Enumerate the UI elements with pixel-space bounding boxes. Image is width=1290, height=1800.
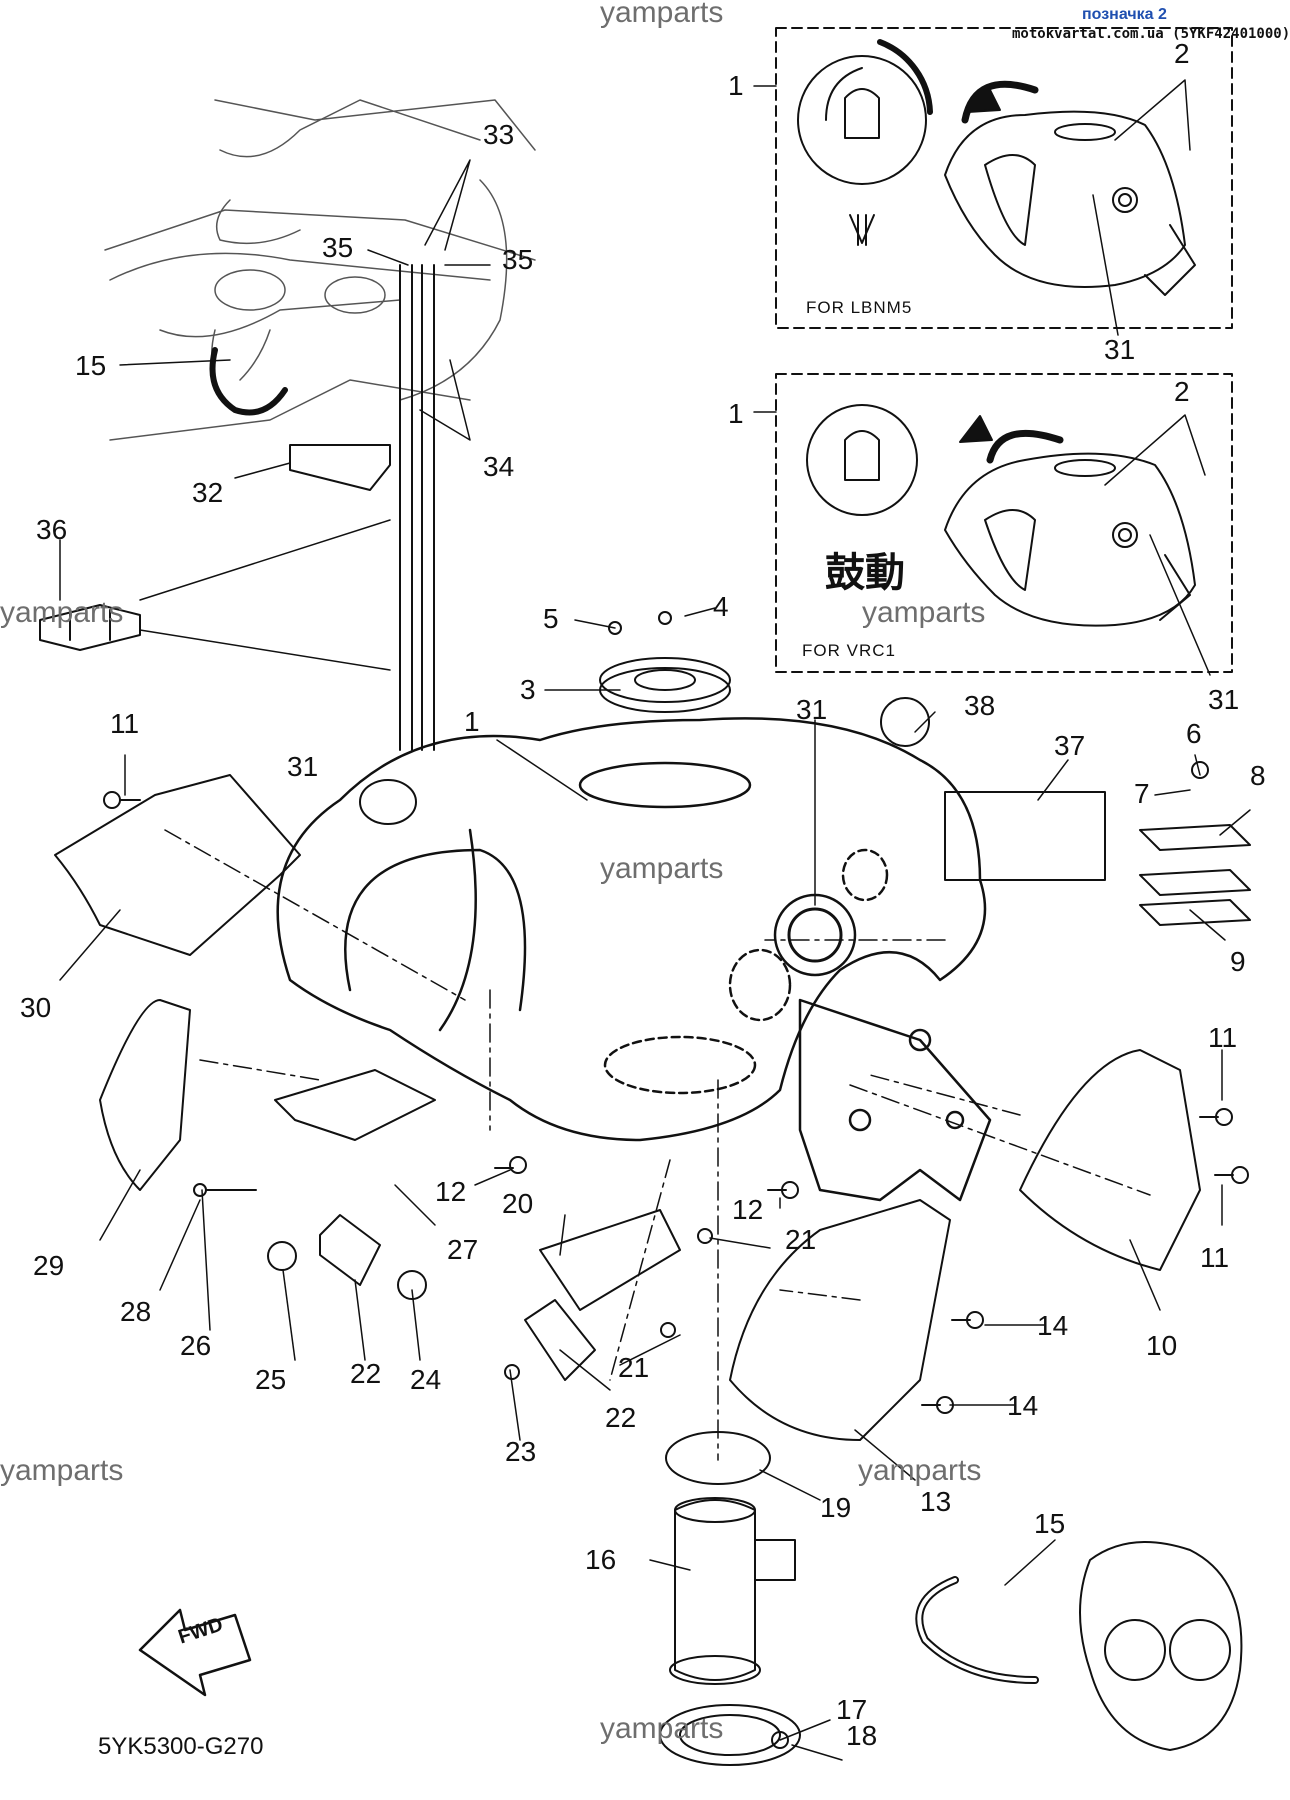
callout-16[interactable]: 16 — [585, 1544, 617, 1575]
hose-15-throttle-body — [209, 347, 1243, 1751]
callout-21[interactable]: 21 — [618, 1352, 650, 1383]
vent-tubes — [399, 264, 435, 751]
callout-14[interactable]: 14 — [1007, 1390, 1039, 1421]
watermark: yamparts — [0, 1454, 124, 1487]
header-site-text: motokvartal.com.ua (5YKF42401000) — [1012, 26, 1290, 42]
callout-23[interactable]: 23 — [505, 1436, 537, 1467]
callout-1[interactable]: 1 — [464, 706, 480, 737]
callout-15[interactable]: 15 — [75, 350, 107, 381]
side-cover-13 — [729, 1199, 951, 1441]
bracket-20 — [539, 1209, 681, 1311]
side-cover-10 — [1019, 1049, 1201, 1271]
callout-34[interactable]: 34 — [483, 451, 515, 482]
callout-11[interactable]: 11 — [1208, 1022, 1238, 1053]
callout-11[interactable]: 11 — [1200, 1242, 1230, 1273]
tank-variant-lbnm5-graphic — [797, 39, 1196, 296]
header-link[interactable]: позначка 2 — [1082, 6, 1167, 23]
callout-20[interactable]: 20 — [502, 1188, 534, 1219]
side-cover-30 — [54, 774, 301, 956]
callout-38[interactable]: 38 — [964, 690, 996, 721]
variant-graphic-text: 鼓動 — [825, 550, 905, 596]
leader-lines — [59, 79, 1251, 1761]
callout-36[interactable]: 36 — [36, 514, 68, 545]
diagram-code: 5YK5300-G270 — [98, 1733, 264, 1760]
variant-box-lbnm5 — [775, 27, 1233, 329]
callout-35[interactable]: 35 — [502, 244, 534, 275]
part-32-shape — [289, 444, 391, 491]
watermark: yamparts — [862, 596, 986, 629]
callout-1[interactable]: 1 — [728, 398, 744, 429]
pump-plate-17 — [659, 1704, 801, 1766]
callout-3[interactable]: 3 — [520, 674, 536, 705]
variant-box-vrc1 — [775, 373, 1233, 673]
callout-9[interactable]: 9 — [1230, 946, 1246, 977]
callout-2[interactable]: 2 — [1174, 376, 1190, 407]
fwd-arrow-icon — [138, 1608, 252, 1697]
callout-24[interactable]: 24 — [410, 1364, 442, 1395]
callout-8[interactable]: 8 — [1250, 760, 1266, 791]
frame-mount-sketch — [104, 99, 536, 441]
alignment-lines — [164, 829, 1151, 1461]
watermark: yamparts — [600, 1712, 724, 1745]
callout-22[interactable]: 22 — [605, 1402, 637, 1433]
watermark: yamparts — [600, 852, 724, 885]
callout-10[interactable]: 10 — [1146, 1330, 1178, 1361]
callout-21[interactable]: 21 — [785, 1224, 817, 1255]
callout-31[interactable]: 31 — [1104, 334, 1136, 365]
callout-6[interactable]: 6 — [1186, 718, 1202, 749]
bracket-22b — [524, 1299, 596, 1381]
callout-17[interactable]: 17 — [836, 1694, 868, 1725]
callout-11[interactable]: 11 — [110, 708, 140, 739]
callout-19[interactable]: 19 — [820, 1492, 852, 1523]
callout-22[interactable]: 22 — [350, 1358, 382, 1389]
callout-2[interactable]: 2 — [1174, 38, 1190, 69]
callout-15[interactable]: 15 — [1034, 1508, 1066, 1539]
bracket-27 — [274, 1069, 436, 1141]
damper-pads-8-9 — [1139, 824, 1251, 926]
fuel-pump-16 — [669, 1497, 796, 1685]
gasket-31 — [359, 779, 417, 825]
side-cover-29 — [99, 999, 191, 1191]
fuel-tank-body — [276, 717, 992, 1202]
callout-5[interactable]: 5 — [543, 603, 559, 634]
watermark: yamparts — [0, 596, 124, 629]
callout-32[interactable]: 32 — [192, 477, 224, 508]
variant-label-lbnm5: FOR LBNM5 — [806, 298, 913, 317]
bracket-22a — [319, 1214, 381, 1286]
watermark: yamparts — [600, 0, 724, 29]
callout-14[interactable]: 14 — [1037, 1310, 1069, 1341]
callout-28[interactable]: 28 — [120, 1296, 152, 1327]
callout-27[interactable]: 27 — [447, 1234, 479, 1265]
callout-25[interactable]: 25 — [255, 1364, 287, 1395]
callout-35[interactable]: 35 — [322, 232, 354, 263]
callout-30[interactable]: 30 — [20, 992, 52, 1023]
variant-label-vrc1: FOR VRC1 — [802, 641, 896, 660]
callout-31[interactable]: 31 — [796, 694, 828, 725]
callout-7[interactable]: 7 — [1134, 778, 1150, 809]
part-36-clip — [39, 604, 141, 651]
callout-37[interactable]: 37 — [1054, 730, 1086, 761]
callout-1[interactable]: 1 — [728, 70, 744, 101]
callout-18[interactable]: 18 — [846, 1720, 878, 1751]
fuel-label-38 — [880, 697, 930, 747]
watermark: yamparts — [858, 1454, 982, 1487]
callout-31[interactable]: 31 — [287, 751, 319, 782]
callout-4[interactable]: 4 — [713, 591, 729, 622]
fuel-cap-part-3 — [599, 657, 731, 713]
callout-31[interactable]: 31 — [1208, 684, 1240, 715]
callout-29[interactable]: 29 — [33, 1250, 65, 1281]
warning-label-37 — [944, 791, 1106, 881]
callout-12[interactable]: 12 — [435, 1176, 467, 1207]
fasteners — [103, 611, 1249, 1749]
callout-33[interactable]: 33 — [483, 119, 515, 150]
callout-12[interactable]: 12 — [732, 1194, 764, 1225]
callout-13[interactable]: 13 — [920, 1486, 952, 1517]
callout-26[interactable]: 26 — [180, 1330, 212, 1361]
tank-variant-vrc1-graphic — [806, 404, 1196, 627]
